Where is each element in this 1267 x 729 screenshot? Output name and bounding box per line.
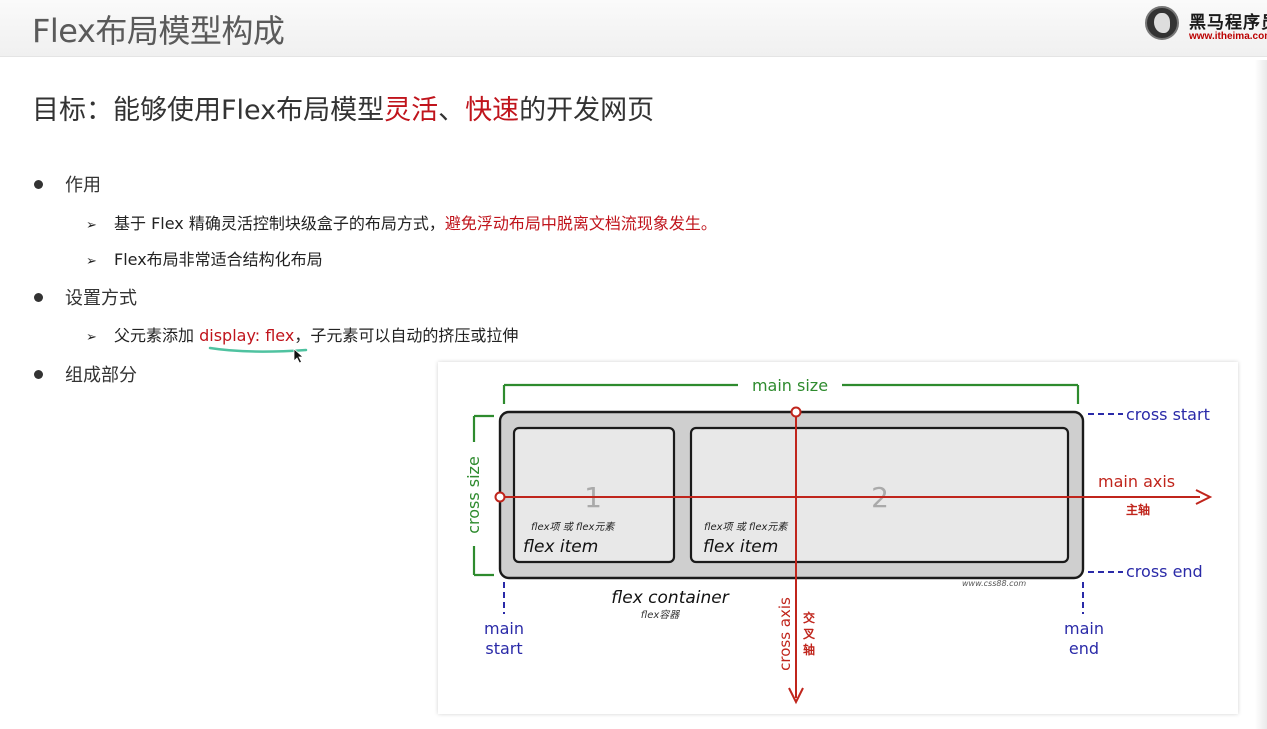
main-start-label: main <box>484 619 524 638</box>
main-axis-label-cn: 主轴 <box>1126 502 1150 517</box>
horse-logo-icon <box>1145 6 1179 40</box>
section-title: 作用 <box>65 175 101 196</box>
item-red-text: 避免浮动布局中脱离文档流现象发生。 <box>444 214 717 233</box>
goal-suffix: 的开发网页 <box>519 95 655 126</box>
cross-size-label: cross size <box>464 456 483 534</box>
main-axis-arrow <box>494 489 1213 505</box>
bullet-dot-icon <box>34 179 43 189</box>
cross-axis-label: cross axis <box>776 597 794 671</box>
flex-container-label: flex container <box>611 588 729 608</box>
arrow-bullet-icon: ➢ <box>86 218 97 233</box>
item-text: 基于 Flex 精确灵活控制块级盒子的布局方式， <box>114 214 445 233</box>
main-start-label: start <box>485 639 522 658</box>
item-pre: 父元素添加 <box>114 326 200 345</box>
main-size-bracket <box>502 383 1080 404</box>
cross-axis-cn-char: 轴 <box>803 642 815 657</box>
section-components: 组成部分 <box>34 361 137 387</box>
slide-header: Flex布局模型构成 黑马程序员 www.itheima.com <box>0 0 1267 57</box>
bullet-dot-icon <box>34 369 43 379</box>
goal-highlight-fast: 快速 <box>465 95 520 126</box>
item-text: Flex布局非常适合结构化布局 <box>114 250 323 269</box>
brand-logo: 黑马程序员 www.itheima.com <box>1145 5 1267 45</box>
main-size-label: main size <box>752 376 828 395</box>
flex-item-2-box <box>689 426 1070 564</box>
cross-axis-cn-char: 叉 <box>802 627 816 641</box>
mouse-cursor-icon <box>293 348 305 364</box>
flex-item-1-box <box>512 426 676 564</box>
arrow-bullet-icon: ➢ <box>86 254 97 269</box>
flex-model-diagram: main size cross size 1 2 flex项 或 flex元素 … <box>438 362 1238 714</box>
cross-axis-arrow <box>788 406 804 705</box>
slide-edge-shadow <box>1255 60 1267 729</box>
code-display-flex: display: flex <box>199 326 295 345</box>
goal-line: 目标：能够使用Flex布局模型灵活、快速的开发网页 <box>32 88 654 127</box>
cross-axis-cn-char: 交 <box>803 610 815 625</box>
section-title: 设置方式 <box>65 288 137 309</box>
logo-text: 黑马程序员 <box>1189 13 1267 33</box>
arrow-bullet-icon: ➢ <box>86 330 97 345</box>
section-purpose: 作用 <box>34 171 101 197</box>
flex-item-label-cn: flex项 或 flex元素 <box>704 521 788 533</box>
goal-prefix: 目标：能够使用Flex布局模型 <box>32 95 385 126</box>
main-end-label: main <box>1064 619 1104 638</box>
logo-url: www.itheima.com <box>1189 31 1267 42</box>
list-item: ➢ Flex布局非常适合结构化布局 <box>86 246 323 270</box>
watermark: www.css88.com <box>962 579 1026 588</box>
cross-end-label: cross end <box>1126 562 1203 581</box>
cross-start-label: cross start <box>1126 405 1210 424</box>
main-end-label: end <box>1069 639 1099 658</box>
flex-container-label-cn: flex容器 <box>641 609 681 621</box>
flex-item-label: flex item <box>523 537 598 557</box>
goal-highlight-flexible: 灵活 <box>384 95 439 126</box>
flex-item-label: flex item <box>703 537 778 557</box>
list-item: ➢ 父元素添加 display: flex，子元素可以自动的挤压或拉伸 <box>86 322 518 346</box>
section-setup: 设置方式 <box>34 284 137 310</box>
cross-size-bracket <box>472 414 494 577</box>
main-axis-label: main axis <box>1098 472 1175 491</box>
item-post: ，子元素可以自动的挤压或拉伸 <box>294 326 519 345</box>
page-title: Flex布局模型构成 <box>32 12 285 50</box>
goal-separator: 、 <box>438 95 466 126</box>
flex-item-label-cn: flex项 或 flex元素 <box>531 521 615 533</box>
cross-axis-label-cn: 交 叉 轴 <box>802 610 816 657</box>
list-item: ➢ 基于 Flex 精确灵活控制块级盒子的布局方式，避免浮动布局中脱离文档流现象发… <box>86 210 717 234</box>
section-title: 组成部分 <box>65 365 137 386</box>
bullet-dot-icon <box>34 292 43 302</box>
